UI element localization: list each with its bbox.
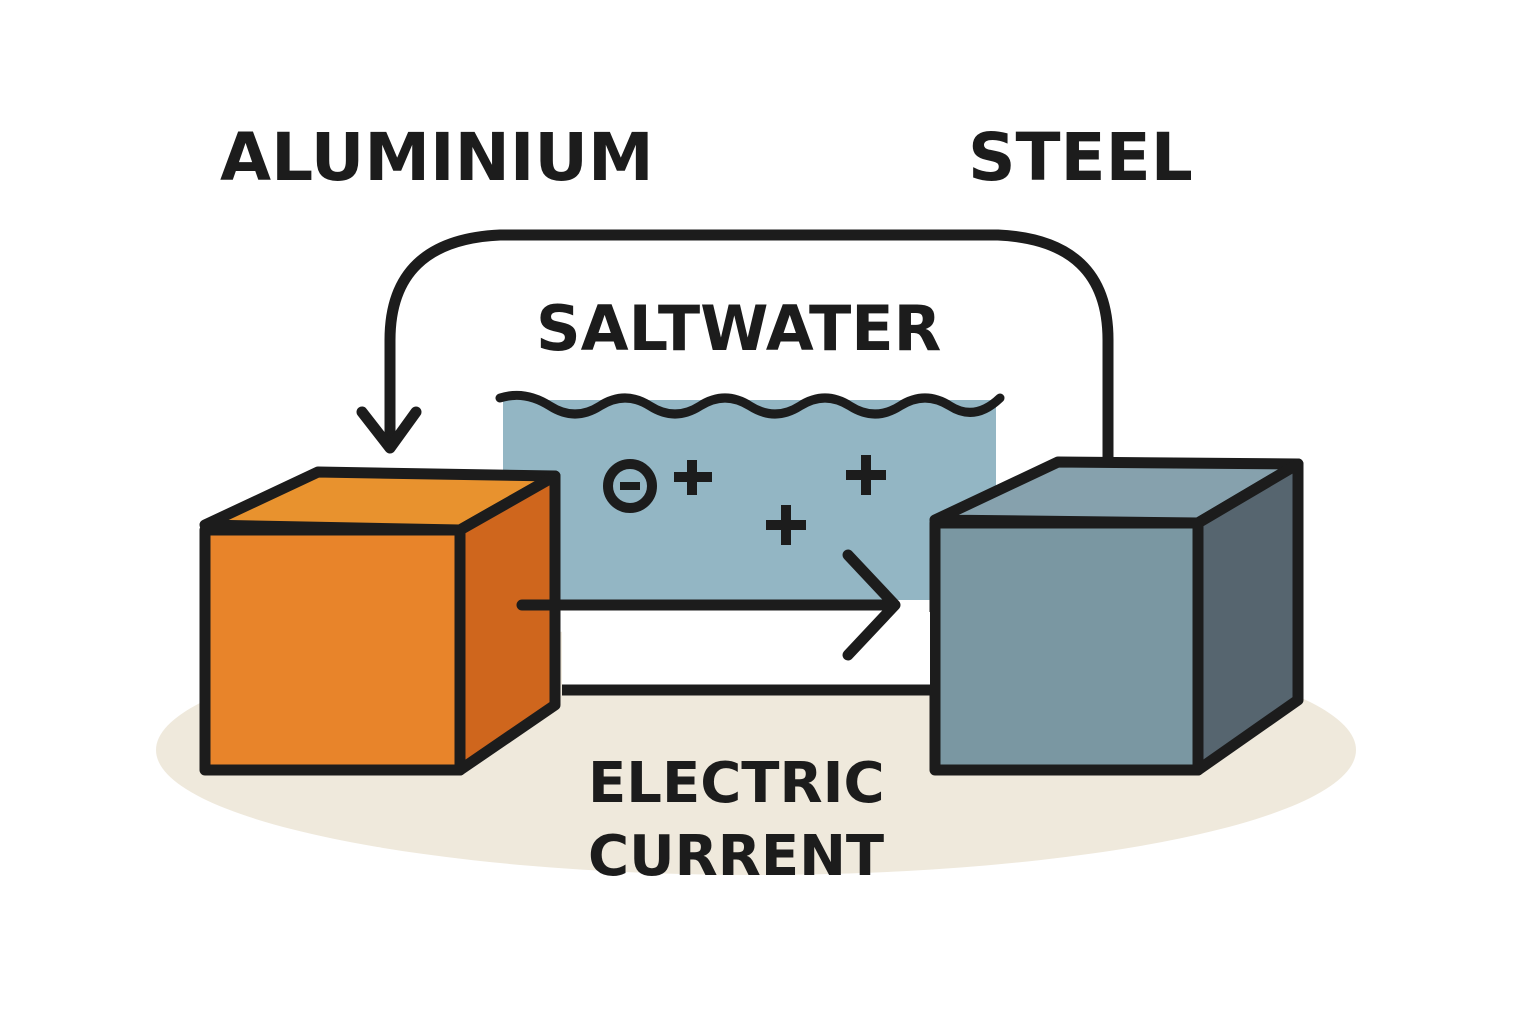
saltwater-label: SALTWATER bbox=[536, 292, 941, 365]
steel-label: STEEL bbox=[968, 119, 1193, 196]
ion-plus-icon bbox=[766, 505, 806, 545]
ion-plus-icon bbox=[674, 460, 712, 495]
wire-loop bbox=[384, 229, 1114, 460]
electric-current-label-line1: ELECTRIC bbox=[588, 751, 885, 816]
electric-current-label-line2: CURRENT bbox=[588, 824, 884, 889]
saltwater-body bbox=[503, 400, 996, 600]
ion-plus-icon bbox=[846, 455, 886, 495]
steel-block bbox=[929, 456, 1304, 776]
ion-minus-icon bbox=[603, 459, 657, 513]
arrow-down-icon bbox=[356, 406, 422, 454]
aluminium-block bbox=[199, 466, 561, 776]
water-surface-wave bbox=[495, 390, 1005, 419]
arrow-right-icon bbox=[516, 549, 901, 661]
aluminium-label: ALUMINIUM bbox=[220, 119, 654, 196]
